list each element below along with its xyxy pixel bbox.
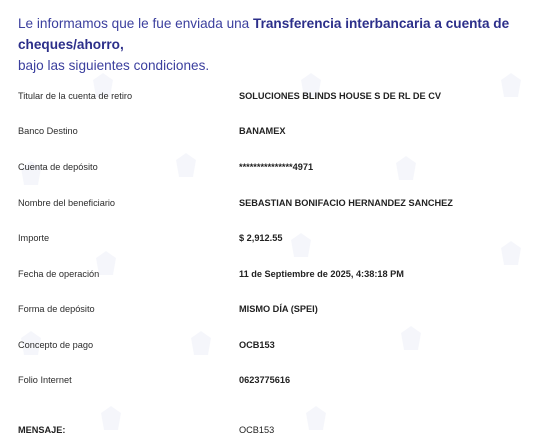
detail-label: Folio Internet <box>18 375 72 385</box>
watermark-icon <box>96 251 116 275</box>
detail-row-deposit-method: Forma de depósito MISMO DÍA (SPEI) <box>18 301 538 317</box>
detail-label: Titular de la cuenta de retiro <box>18 91 133 101</box>
intro-conditions-text: bajo las siguientes condiciones. <box>18 58 210 73</box>
detail-value: MISMO DÍA (SPEI) <box>239 304 318 314</box>
detail-value: $ 2,912.55 <box>239 233 283 243</box>
detail-value: OCB153 <box>239 340 275 350</box>
detail-row-internet-folio: Folio Internet 0623775616 <box>18 372 538 388</box>
detail-row-destination-bank: Banco Destino BANAMEX <box>18 123 538 139</box>
detail-label: Cuenta de depósito <box>18 162 98 172</box>
detail-row-operation-date: Fecha de operación 11 de Septiembre de 2… <box>18 266 538 282</box>
watermark-icon <box>306 406 326 430</box>
detail-label: Fecha de operación <box>18 269 100 279</box>
detail-value: BANAMEX <box>239 126 286 136</box>
watermark-icon <box>21 161 41 185</box>
watermark-icon <box>191 331 211 355</box>
detail-value: SEBASTIAN BONIFACIO HERNANDEZ SANCHEZ <box>239 198 453 208</box>
watermark-icon <box>401 326 421 350</box>
watermark-icon <box>501 73 521 97</box>
watermark-icon <box>396 156 416 180</box>
detail-row-payment-concept: Concepto de pago OCB153 <box>18 337 538 353</box>
detail-label: Forma de depósito <box>18 304 95 314</box>
watermark-icon <box>176 153 196 177</box>
detail-label: Nombre del beneficiario <box>18 198 116 208</box>
watermark-icon <box>291 233 311 257</box>
detail-label: Importe <box>18 233 50 243</box>
detail-value: 11 de Septiembre de 2025, 4:38:18 PM <box>239 269 404 279</box>
watermark-icon <box>93 73 113 97</box>
detail-row-account-holder: Titular de la cuenta de retiro SOLUCIONE… <box>18 88 538 104</box>
message-row: MENSAJE: OCB153 <box>18 422 538 438</box>
detail-label: Banco Destino <box>18 126 78 136</box>
watermark-icon <box>301 73 321 97</box>
watermark-icon <box>101 406 121 430</box>
watermark-icon <box>21 331 41 355</box>
detail-value: ***************4971 <box>239 162 314 172</box>
intro-text: Le informamos que le fue enviada una <box>18 16 254 31</box>
detail-row-beneficiary: Nombre del beneficiario SEBASTIAN BONIFA… <box>18 195 538 211</box>
detail-value: SOLUCIONES BLINDS HOUSE S DE RL DE CV <box>239 91 441 101</box>
watermark-icon <box>501 241 521 265</box>
detail-row-amount: Importe $ 2,912.55 <box>18 230 538 246</box>
message-value: OCB153 <box>239 425 275 435</box>
detail-value: 0623775616 <box>239 375 291 385</box>
intro-paragraph: Le informamos que le fue enviada una Tra… <box>18 13 546 76</box>
transfer-type: Transferencia interbancaria a cuenta de … <box>18 16 510 52</box>
message-label: MENSAJE: <box>18 425 66 435</box>
detail-row-deposit-account: Cuenta de depósito ***************4971 <box>18 159 538 175</box>
detail-label: Concepto de pago <box>18 340 94 350</box>
